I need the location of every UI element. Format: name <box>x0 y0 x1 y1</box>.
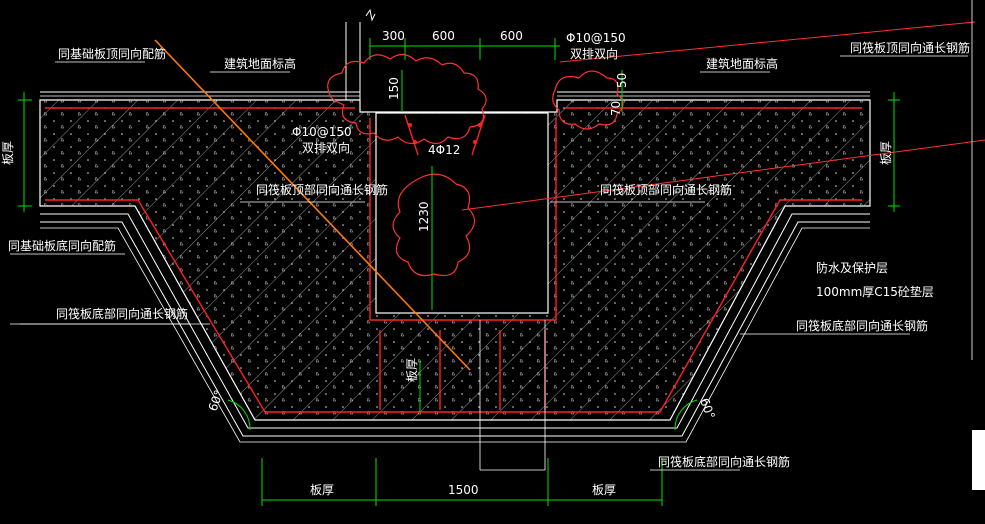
dim-150: 150 <box>387 77 401 100</box>
pit-opening <box>375 112 549 314</box>
dim-70: 70 <box>609 101 623 116</box>
label-slab-thick-center: 板厚 <box>405 358 419 382</box>
angle-left: 60° <box>206 388 226 413</box>
label-rebar-phi10-top: Φ10@150 <box>566 31 626 45</box>
cushion-outline <box>40 221 870 437</box>
label-double-row-left: 双排双向 <box>302 140 350 155</box>
label-waterproof-layer: 防水及保护层 <box>816 260 888 275</box>
dim-1230: 1230 <box>417 201 431 232</box>
dim-1500: 1500 <box>448 483 479 497</box>
orange-diagonal-line <box>154 39 471 371</box>
label-raft-top-long-center-right: 同筏板顶部同向通长钢筋 <box>600 182 732 197</box>
label-building-floor-level-right: 建筑地面标高 <box>706 56 778 71</box>
label-raft-top-long-center-left: 同筏板顶部同向通长钢筋 <box>256 182 388 197</box>
label-rebar-phi10-left: Φ10@150 <box>292 125 352 139</box>
label-raft-bottom-long-right: 同筏板底部同向通长钢筋 <box>796 318 928 333</box>
dim-300: 300 <box>382 29 405 43</box>
angle-right: 60° <box>697 396 717 421</box>
label-cushion-layer: 100mm厚C15砼垫层 <box>816 284 934 299</box>
label-same-raft-top-long-right: 同筏板顶同向通长钢筋 <box>850 40 970 55</box>
label-slab-thick-bottom-left: 板厚 <box>310 483 334 497</box>
label-raft-bottom-long-left: 同筏板底部同向通长钢筋 <box>56 306 188 321</box>
label-4phi12: 4Φ12 <box>428 143 460 157</box>
label-slab-thick-right: 板厚 <box>879 141 893 165</box>
label-same-base-bottom-rebar: 同基础板底同向配筋 <box>8 238 116 253</box>
revision-clouds <box>327 53 624 277</box>
dim-600-a: 600 <box>432 29 455 43</box>
label-raft-bottom-long-bottom: 同筏板底部同向通长钢筋 <box>658 454 790 469</box>
dim-50: 50 <box>615 73 629 88</box>
label-double-row-top: 双排双向 <box>570 46 618 61</box>
label-same-base-top-rebar: 同基础板顶同向配筋 <box>58 46 166 61</box>
waterproof-outline <box>40 213 870 429</box>
rebar-lines <box>45 107 862 413</box>
dimension-lines <box>18 38 900 506</box>
label-slab-thick-left: 板厚 <box>1 141 15 165</box>
label-building-floor-level-left: 建筑地面标高 <box>224 56 296 71</box>
dim-600-b: 600 <box>500 29 523 43</box>
label-slab-thick-bottom-right: 板厚 <box>592 483 616 497</box>
